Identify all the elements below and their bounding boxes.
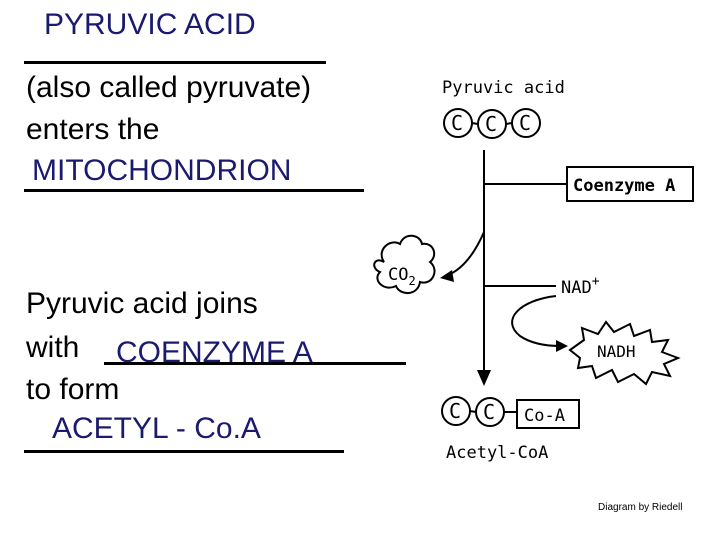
coa-box (516, 399, 580, 429)
nad-plus-label: NAD+ (561, 274, 600, 298)
blank-underline-4 (24, 450, 344, 453)
text-also-called: (also called pyruvate) (26, 71, 312, 104)
coenzyme-a-box (566, 166, 694, 202)
acetyl-coa-molecule: C C Co-A (441, 396, 580, 429)
co2-label: CO2 (388, 265, 416, 288)
carbon-letter: C (485, 112, 497, 136)
co2-cloud (373, 234, 436, 294)
blank-underline-3 (104, 362, 406, 365)
nadh-label: NADH (597, 342, 636, 361)
diagram-credit: Diagram by Riedell (598, 502, 683, 513)
nadh-burst (568, 320, 681, 386)
carbon-letter: C (483, 400, 495, 424)
nadh-output-arrow (511, 295, 561, 347)
answer-pyruvic-acid: PYRUVIC ACID (44, 8, 256, 41)
acetyl-coa-label: Acetyl-CoA (446, 443, 548, 463)
blank-underline-2 (24, 189, 364, 192)
carbon-letter: C (451, 111, 463, 135)
carbon-letter: C (519, 111, 531, 135)
coenzyme-a-label: Coenzyme A (573, 176, 675, 196)
coa-box-label: Co-A (524, 406, 565, 426)
co2-release-arrow (445, 231, 485, 277)
text-enters-the: enters the (26, 113, 160, 146)
main-arrowhead (477, 370, 491, 386)
answer-acetyl-coa: ACETYL - Co.A (52, 412, 261, 445)
answer-mitochondrion: MITOCHONDRION (32, 154, 292, 187)
text-with: with (26, 331, 88, 364)
pyruvic-carbon-chain: C C C (443, 108, 541, 139)
text-to-form: to form (26, 373, 120, 406)
blank-underline-1 (24, 61, 326, 64)
pyruvic-acid-label: Pyruvic acid (442, 78, 565, 98)
carbon-letter: C (449, 399, 461, 423)
text-pyruvic-joins: Pyruvic acid joins (26, 287, 258, 320)
